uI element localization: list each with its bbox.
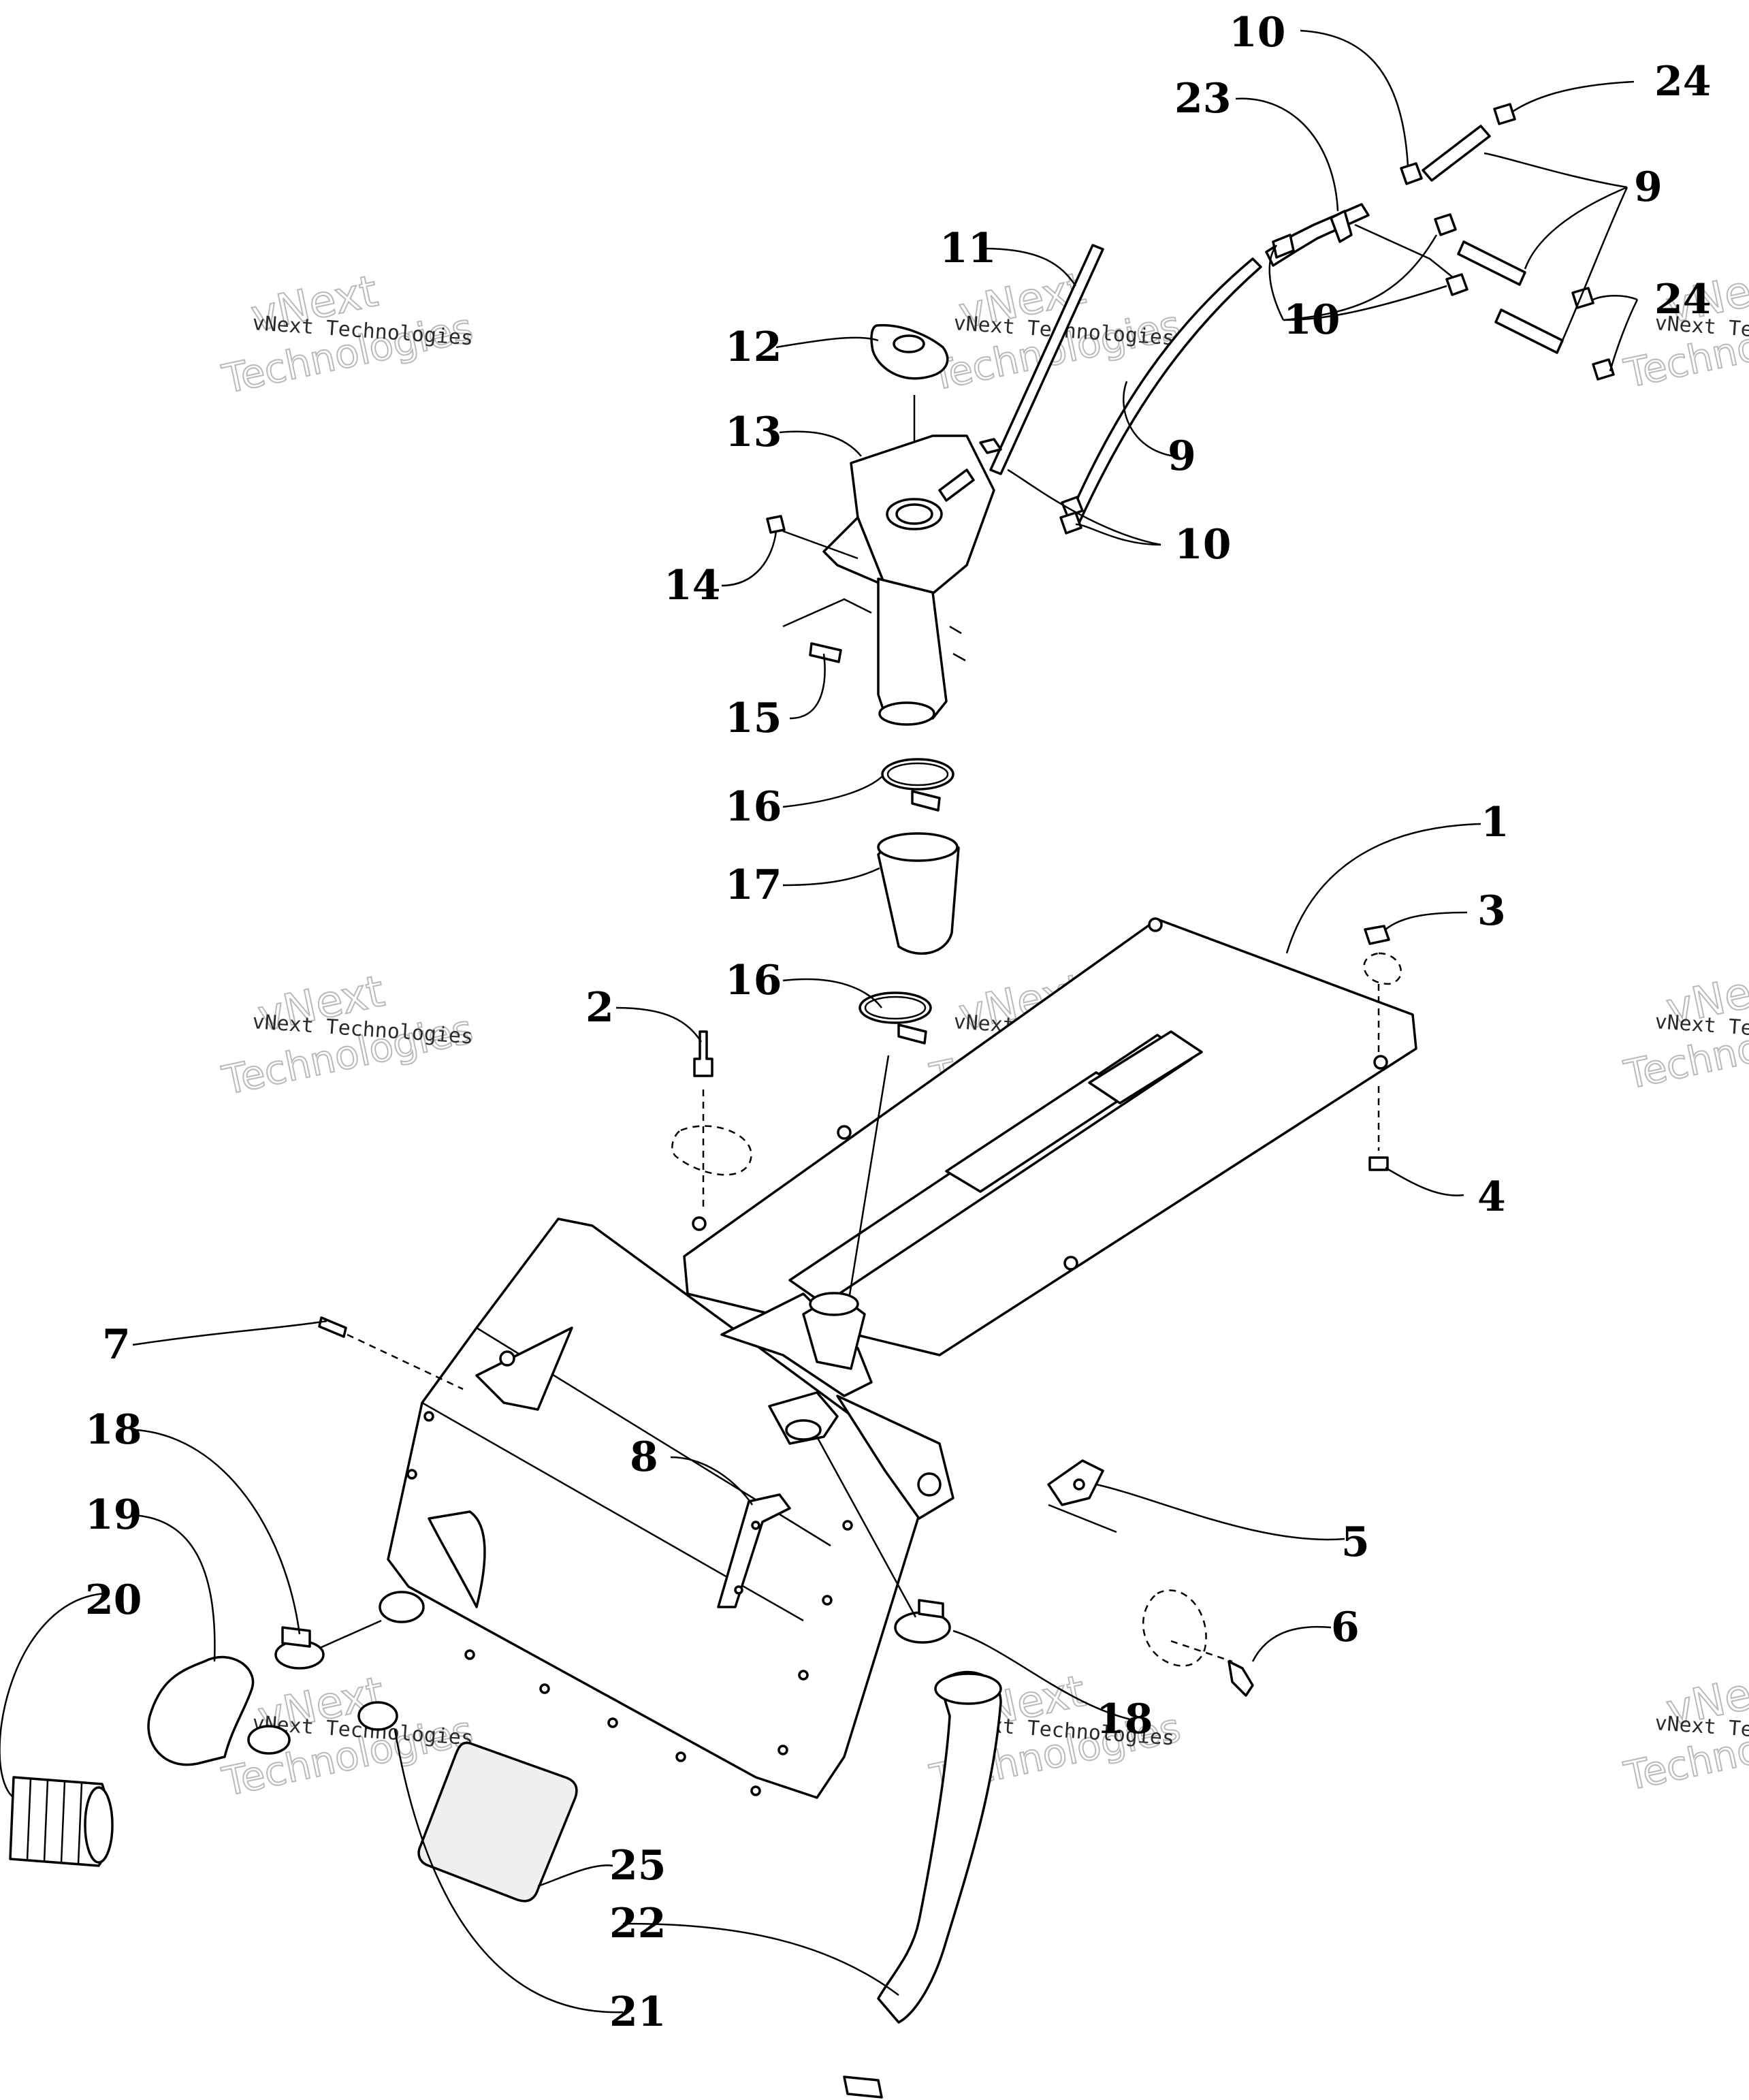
- leader-lines: [0, 29, 1639, 2014]
- clamp-10-center: [1059, 511, 1082, 535]
- callout-13: 13: [725, 409, 782, 456]
- hose-9-center: [1061, 257, 1262, 524]
- rivet-2: [671, 1030, 752, 1212]
- panel-port-left: [319, 1591, 425, 1649]
- callout-6: 6: [1331, 1604, 1360, 1651]
- callout-16-upper: 16: [725, 783, 782, 831]
- callout-23: 23: [1174, 75, 1232, 123]
- callout-8: 8: [630, 1433, 658, 1481]
- hose-9-right-2: [1494, 308, 1564, 354]
- upper-plate: [683, 917, 1417, 1356]
- nut-3: [1363, 925, 1402, 1052]
- callout-22: 22: [609, 1900, 667, 1947]
- callout-24-bottom: 24: [1654, 276, 1712, 323]
- callout-10-mid: 10: [1283, 296, 1341, 344]
- callout-4: 4: [1477, 1173, 1506, 1221]
- callout-20: 20: [85, 1576, 142, 1624]
- callout-7: 7: [102, 1321, 131, 1369]
- bolt-4: [1368, 1086, 1389, 1171]
- callout-9-top: 9: [1634, 163, 1663, 211]
- clamp-24-bottom: [1592, 358, 1615, 381]
- clamp-10-right-1: [1434, 213, 1457, 236]
- callout-16-lower: 16: [725, 957, 782, 1004]
- callout-18-right: 18: [1096, 1696, 1153, 1743]
- corrugated-hose-20: [9, 1776, 114, 1867]
- hose-clamp-18-left: [274, 1626, 325, 1670]
- callout-1: 1: [1481, 799, 1509, 846]
- tee-fitting-23: [1265, 203, 1464, 287]
- callout-numbers: 1 2 3 4 5 6 7 8 9 9 10 10 10 11 12 13 14…: [85, 9, 1712, 2036]
- hose-clamp-18-right: [894, 1599, 951, 1644]
- clamp-10-right-2: [1445, 273, 1469, 296]
- callout-3: 3: [1477, 887, 1506, 935]
- screw-15: [782, 598, 872, 663]
- callout-10-top: 10: [1229, 9, 1286, 57]
- callout-24-top: 24: [1654, 58, 1712, 106]
- nut-14: [766, 515, 859, 560]
- hose-clamp-16-upper: [881, 758, 954, 812]
- callout-2: 2: [585, 984, 614, 1032]
- tube-11: [979, 244, 1104, 475]
- pad-25: [417, 1741, 578, 1903]
- callout-5: 5: [1341, 1518, 1370, 1566]
- filler-neck-13: [822, 434, 995, 726]
- callout-10-center: 10: [1174, 521, 1232, 569]
- elbow-hose-19: [147, 1655, 291, 1766]
- pin-7: [318, 1316, 464, 1390]
- callout-14: 14: [664, 562, 721, 609]
- screw-6: [1142, 1589, 1254, 1697]
- hose-9-top: [1422, 125, 1491, 182]
- callout-21: 21: [609, 1988, 667, 2036]
- callout-18-left: 18: [85, 1406, 142, 1454]
- clamp-24-top: [1493, 103, 1516, 125]
- callout-25: 25: [609, 1842, 667, 1890]
- clamp-10-top: [1400, 162, 1423, 185]
- filler-cap-12: [870, 323, 949, 500]
- hose-17: [877, 832, 960, 955]
- hose-clamp-21: [357, 1701, 883, 2099]
- callout-9-center: 9: [1168, 432, 1196, 480]
- bracket-8: [717, 1493, 791, 1608]
- hose-9-right-1: [1457, 240, 1526, 286]
- hose-clamp-16-lower: [846, 991, 932, 1308]
- callout-11: 11: [940, 225, 997, 272]
- callout-12: 12: [725, 323, 782, 371]
- hose-22: [877, 1670, 1002, 2024]
- panel-outlet: [768, 1391, 917, 1618]
- neck-fitting: [802, 1292, 866, 1370]
- callout-19: 19: [85, 1491, 142, 1539]
- callout-17: 17: [725, 861, 782, 909]
- clip-5: [1047, 1459, 1117, 1533]
- front-panel: [387, 1218, 954, 1799]
- callout-15: 15: [725, 695, 782, 742]
